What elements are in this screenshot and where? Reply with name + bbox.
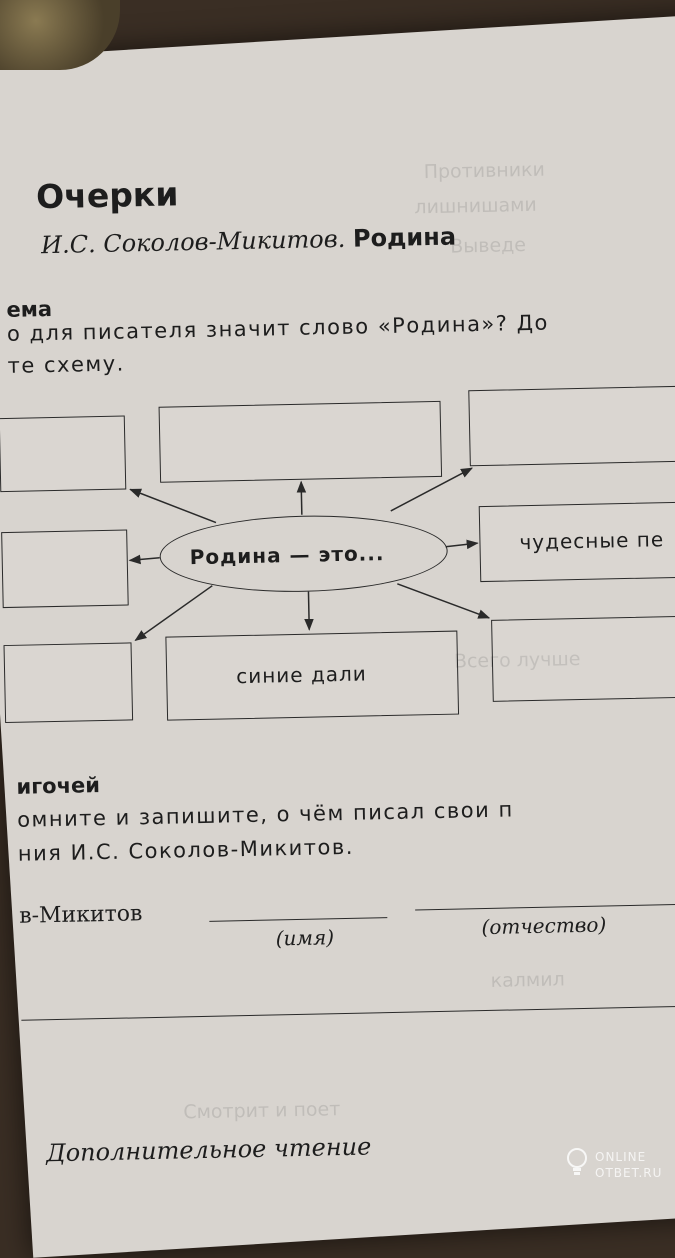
watermark-text: ONLINE OTBET.RU xyxy=(595,1149,662,1181)
arrow-right xyxy=(445,539,479,550)
scheme-arrows xyxy=(128,467,491,641)
arrow-down xyxy=(304,591,314,631)
arrow-left xyxy=(128,554,160,565)
caption-name: (имя) xyxy=(275,925,335,951)
arrow-up xyxy=(296,480,307,515)
lightbulb-icon xyxy=(567,1148,587,1175)
watermark: ONLINE OTBET.RU xyxy=(565,1143,665,1189)
arrow-down-right xyxy=(397,583,491,619)
task2-label: игочей xyxy=(16,773,101,799)
arrow-up-left xyxy=(129,488,217,524)
answer-prefix: в-Микитов xyxy=(18,901,143,929)
page-content: Противники лишнишами Выведе Всего лучше … xyxy=(0,174,675,1168)
watermark-line2: OTBET.RU xyxy=(595,1166,663,1180)
caption-patronymic: (отчество) xyxy=(481,912,607,940)
arrow-up-right xyxy=(390,467,473,512)
watermark-line1: ONLINE xyxy=(595,1150,647,1164)
arrow-down-left xyxy=(134,585,213,641)
